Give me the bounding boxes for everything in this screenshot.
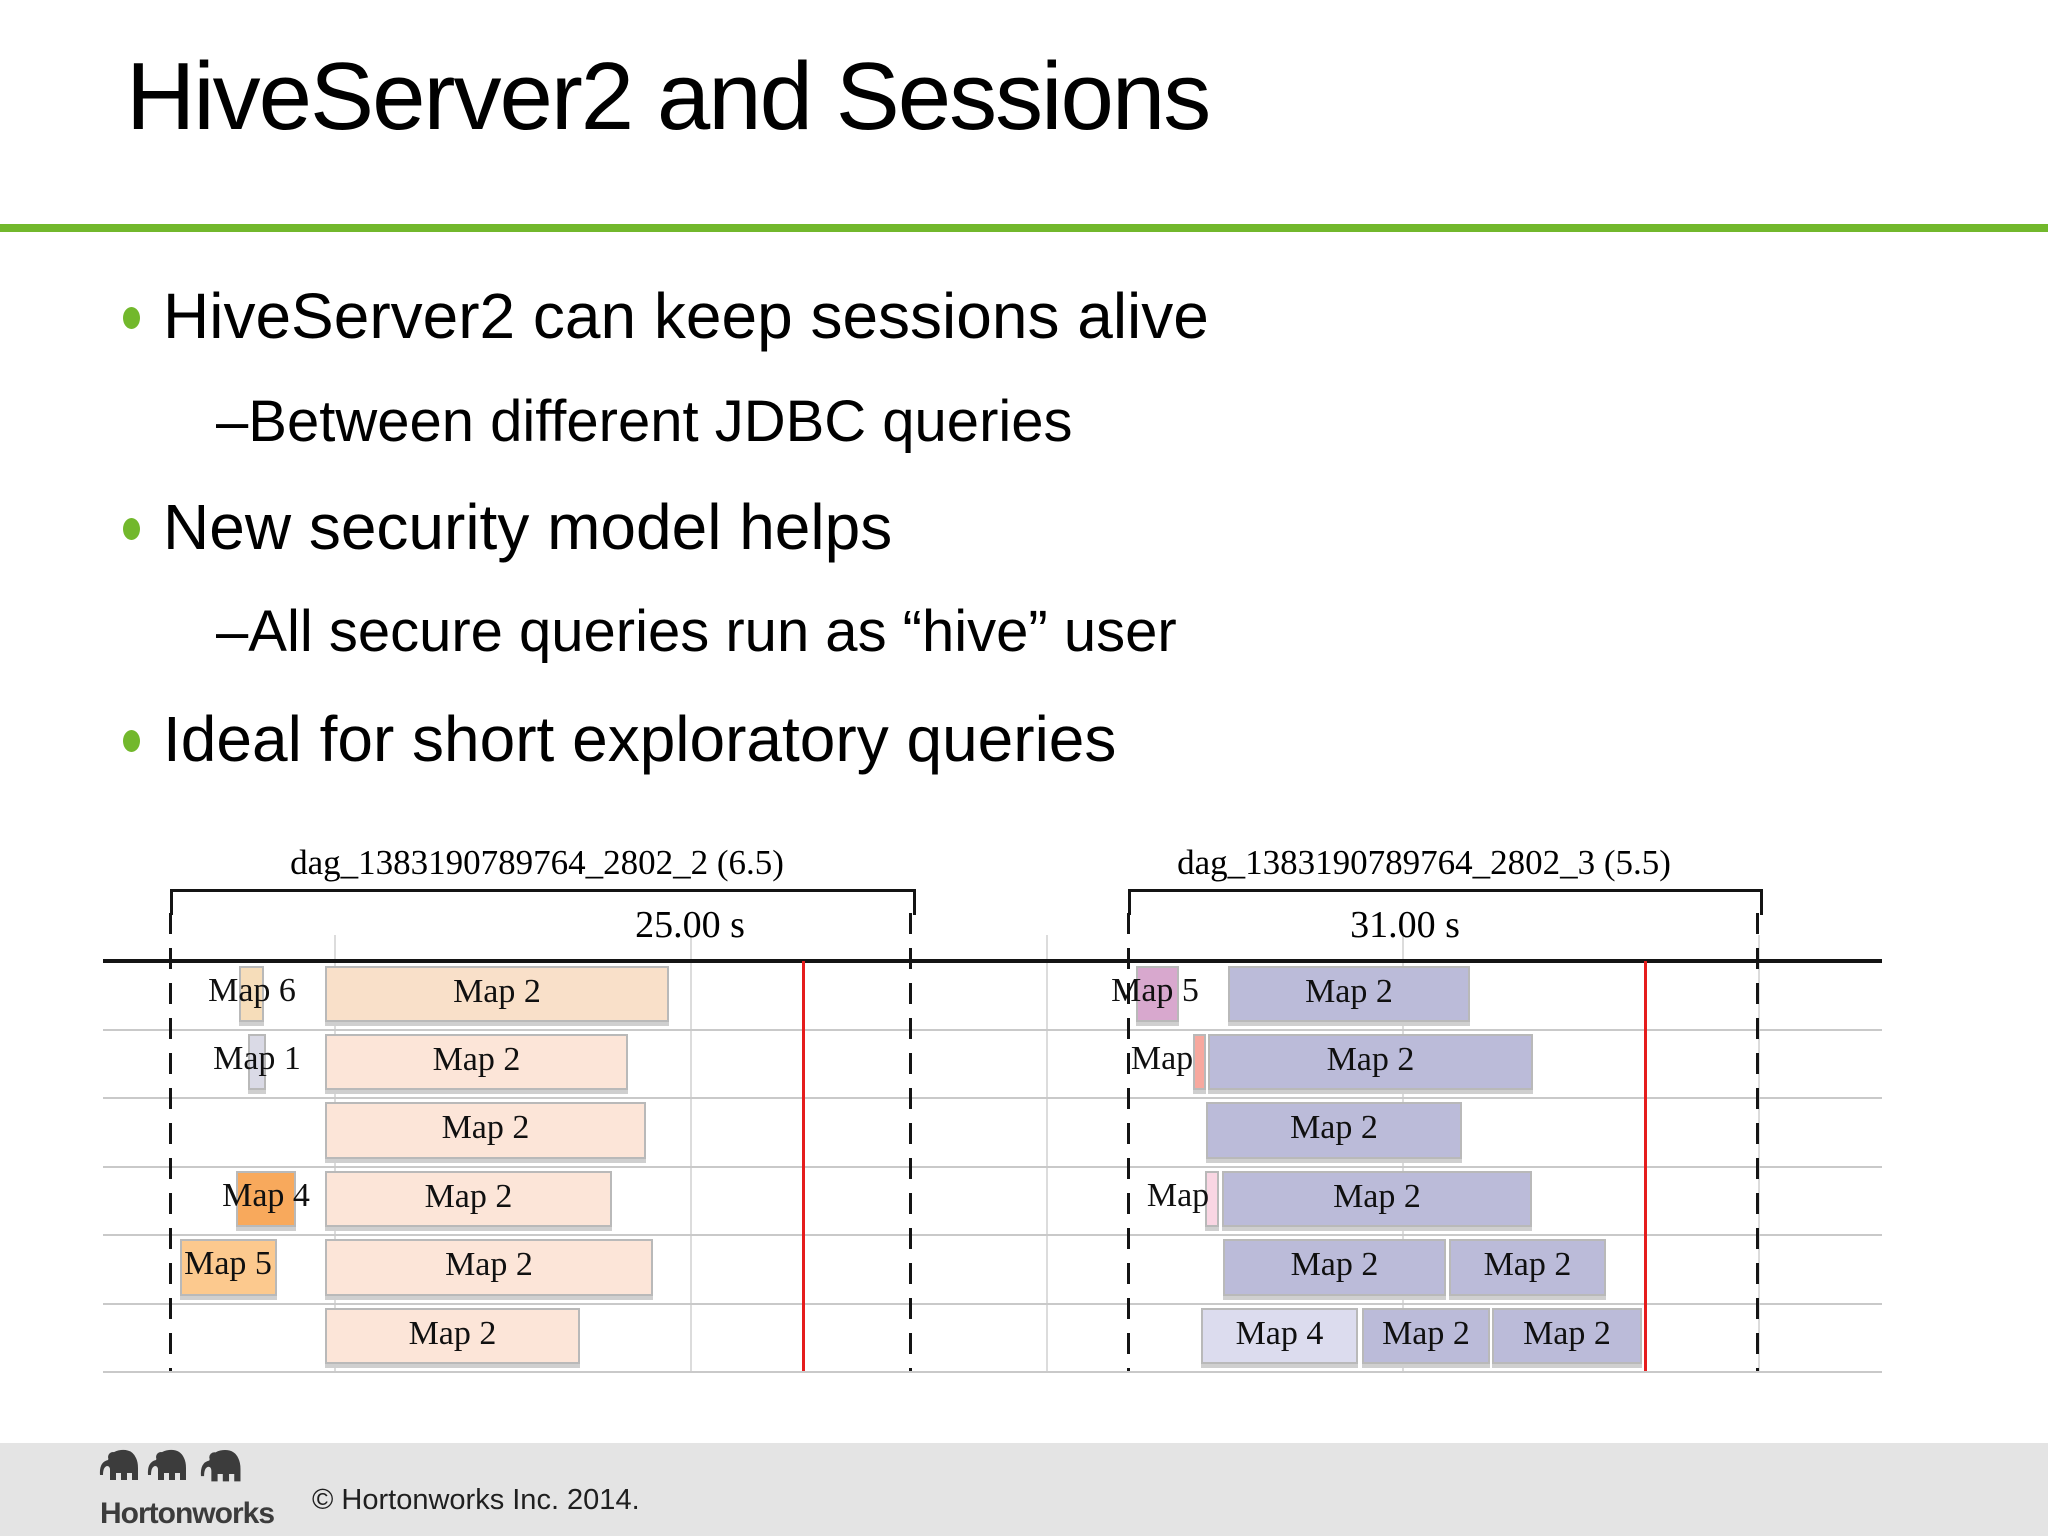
logo-wordmark: Hortonworks xyxy=(100,1497,274,1530)
time-gridline xyxy=(690,935,692,1371)
elephants-icon xyxy=(99,1449,241,1482)
hortonworks-logo: Hortonworks xyxy=(99,1449,275,1530)
gantt-bar xyxy=(1205,1171,1219,1227)
gantt-bar: Map 2 xyxy=(325,966,669,1022)
duration-bracket xyxy=(1128,889,1763,915)
page-title: HiveServer2 and Sessions xyxy=(126,43,1211,150)
lane-task-label: Map 5 xyxy=(184,1245,272,1282)
gantt-bar-label: Map 4 xyxy=(1235,1315,1324,1352)
current-time-marker xyxy=(1644,961,1647,1371)
gantt-bar-label: Map 2 xyxy=(1333,1178,1421,1215)
gantt-bar xyxy=(1193,1034,1206,1090)
gantt-bar: Map 2 xyxy=(1492,1308,1642,1364)
lane-separator-line xyxy=(103,1029,1882,1031)
gantt-bar-label: Map 2 xyxy=(1290,1109,1378,1146)
lane-separator-line xyxy=(103,1234,1882,1236)
gantt-bar-label: Map 2 xyxy=(1523,1315,1611,1352)
copyright-text: © Hortonworks Inc. 2014. xyxy=(312,1484,640,1516)
dag-boundary-dashed-line xyxy=(909,913,912,1371)
duration-bracket xyxy=(170,889,916,915)
gantt-bar: Map 2 xyxy=(325,1171,612,1227)
lane-task-label: Map xyxy=(1146,1177,1210,1214)
dag-boundary-dashed-line xyxy=(169,913,172,1371)
gantt-bar-label: Map 2 xyxy=(1305,973,1393,1010)
gantt-bar: Map 2 xyxy=(1449,1239,1606,1296)
gantt-bar-label: Map 2 xyxy=(1382,1315,1470,1352)
bullet-subitem-1: –Between different JDBC queries xyxy=(216,389,1073,454)
gantt-bar: Map 4 xyxy=(1201,1308,1358,1364)
bullet-item-1: HiveServer2 can keep sessions alive xyxy=(163,280,1209,352)
lane-task-label: Map xyxy=(1130,1040,1194,1077)
title-divider-rule xyxy=(0,224,2048,232)
lane-task-label: Map 4 xyxy=(222,1177,310,1214)
footer-bar xyxy=(0,1443,2048,1536)
gantt-bar-label: Map 2 xyxy=(1326,1041,1415,1078)
bullet-dot xyxy=(123,307,140,329)
gantt-bar: Map 2 xyxy=(1223,1239,1446,1296)
time-gridline xyxy=(1758,935,1760,1371)
current-time-marker xyxy=(802,961,805,1371)
gantt-bar: Map 2 xyxy=(325,1034,628,1090)
duration-label: 25.00 s xyxy=(635,904,745,946)
dag-boundary-dashed-line xyxy=(1127,913,1130,1371)
dag-title: dag_1383190789764_2802_2 (6.5) xyxy=(290,843,784,882)
gantt-bar-label: Map 2 xyxy=(408,1315,497,1352)
gantt-bar-label: Map 2 xyxy=(432,1041,521,1078)
gantt-bar: Map 2 xyxy=(325,1239,653,1296)
gantt-bar: Map 2 xyxy=(325,1102,646,1159)
gantt-bar xyxy=(248,1034,266,1090)
timeline-axis xyxy=(103,959,1882,963)
lane-separator-line xyxy=(103,1097,1882,1099)
gantt-bar-label: Map 2 xyxy=(441,1109,530,1146)
dag-boundary-dashed-line xyxy=(1756,913,1759,1371)
gantt-bar: Map 2 xyxy=(1222,1171,1532,1227)
duration-label: 31.00 s xyxy=(1350,904,1460,946)
gantt-bar-label: Map 2 xyxy=(1290,1246,1379,1283)
gantt-bar xyxy=(1136,966,1179,1022)
bullet-subitem-2: –All secure queries run as “hive” user xyxy=(216,599,1177,664)
gantt-bar: Map 2 xyxy=(1228,966,1470,1022)
gantt-bar xyxy=(239,966,264,1022)
bullet-item-3: Ideal for short exploratory queries xyxy=(163,703,1117,775)
time-gridline xyxy=(1046,935,1048,1371)
gantt-bar: Map 2 xyxy=(1206,1102,1462,1159)
gantt-bar: Map 2 xyxy=(1362,1308,1490,1364)
gantt-bar xyxy=(236,1171,296,1227)
lane-task-label: Map 1 xyxy=(213,1040,301,1077)
gantt-bar: Map 2 xyxy=(325,1308,580,1364)
lane-separator-line xyxy=(103,1166,1882,1168)
lane-task-label: Map 5 xyxy=(1111,972,1199,1009)
gantt-bar: Map 2 xyxy=(1208,1034,1533,1090)
gantt-bar-label: Map 2 xyxy=(424,1178,513,1215)
dag-title: dag_1383190789764_2802_3 (5.5) xyxy=(1177,843,1671,882)
gantt-bar-label: Map 2 xyxy=(445,1246,533,1283)
bullet-dot xyxy=(123,730,140,752)
gantt-bar-label: Map 2 xyxy=(453,973,541,1010)
bullet-item-2: New security model helps xyxy=(163,491,893,563)
lane-separator-line xyxy=(103,1303,1882,1305)
gantt-bar-label: Map 2 xyxy=(1483,1246,1572,1283)
bullet-dot xyxy=(123,518,140,540)
lane-separator-line xyxy=(103,1371,1882,1373)
gantt-bar xyxy=(180,1239,277,1296)
lane-task-label: Map 6 xyxy=(208,972,296,1009)
